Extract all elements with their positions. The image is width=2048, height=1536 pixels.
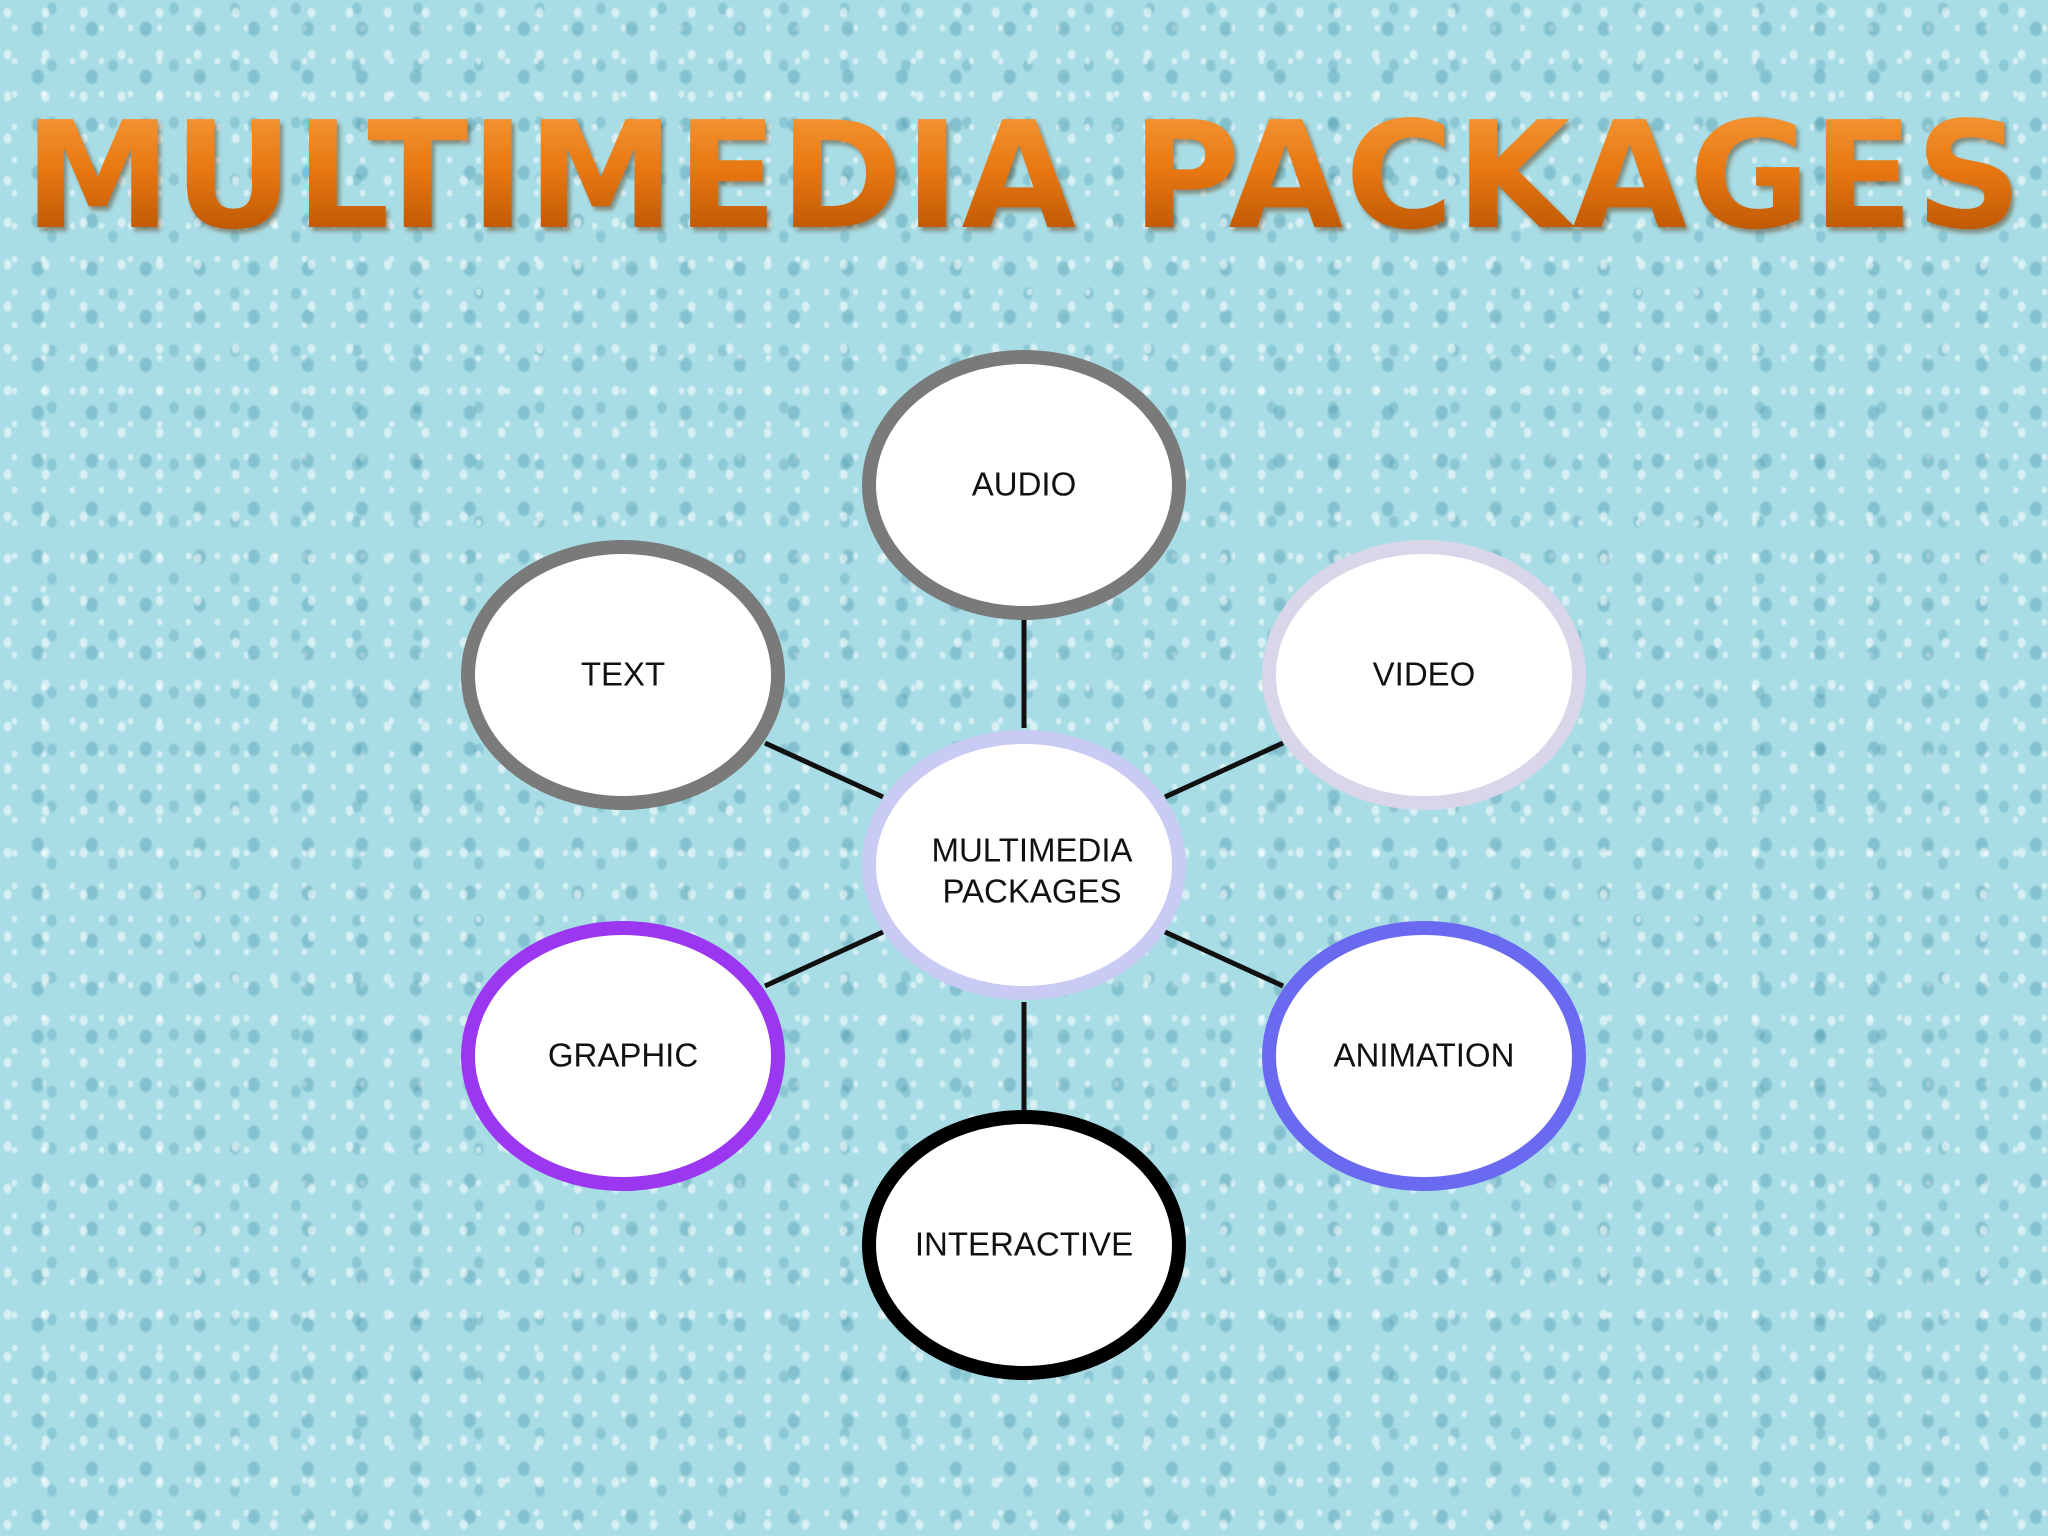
node-video-shape xyxy=(1262,540,1586,810)
center-node-shape xyxy=(862,730,1186,1000)
node-audio-shape xyxy=(862,350,1186,620)
node-video-label: VIDEO xyxy=(1373,656,1476,693)
center-node-line-2: PACKAGES xyxy=(942,873,1121,910)
node-text-label: TEXT xyxy=(581,656,665,693)
center-node-line-1: MULTIMEDIA xyxy=(931,832,1132,869)
node-interactive-label: INTERACTIVE xyxy=(915,1226,1133,1263)
connector-video xyxy=(1163,740,1285,800)
node-text: TEXT xyxy=(461,540,785,810)
node-graphic: GRAPHIC xyxy=(461,921,785,1191)
node-animation: ANIMATION xyxy=(1262,921,1586,1191)
connector-graphic xyxy=(763,929,885,989)
connector-animation xyxy=(1163,929,1285,989)
node-interactive-shape xyxy=(862,1110,1186,1380)
node-animation-label: ANIMATION xyxy=(1334,1037,1515,1074)
node-audio-label: AUDIO xyxy=(972,466,1077,503)
node-interactive: INTERACTIVE xyxy=(862,1110,1186,1380)
node-text-shape xyxy=(461,540,785,810)
slide-title: MULTIMEDIA PACKAGES xyxy=(0,102,2048,250)
node-video: VIDEO xyxy=(1262,540,1586,810)
node-graphic-shape xyxy=(461,921,785,1191)
node-audio: AUDIO xyxy=(862,350,1186,620)
node-graphic-label: GRAPHIC xyxy=(548,1037,698,1074)
node-animation-shape xyxy=(1262,921,1586,1191)
center-node: MULTIMEDIA PACKAGES xyxy=(862,730,1186,1000)
connector-text xyxy=(763,740,885,800)
